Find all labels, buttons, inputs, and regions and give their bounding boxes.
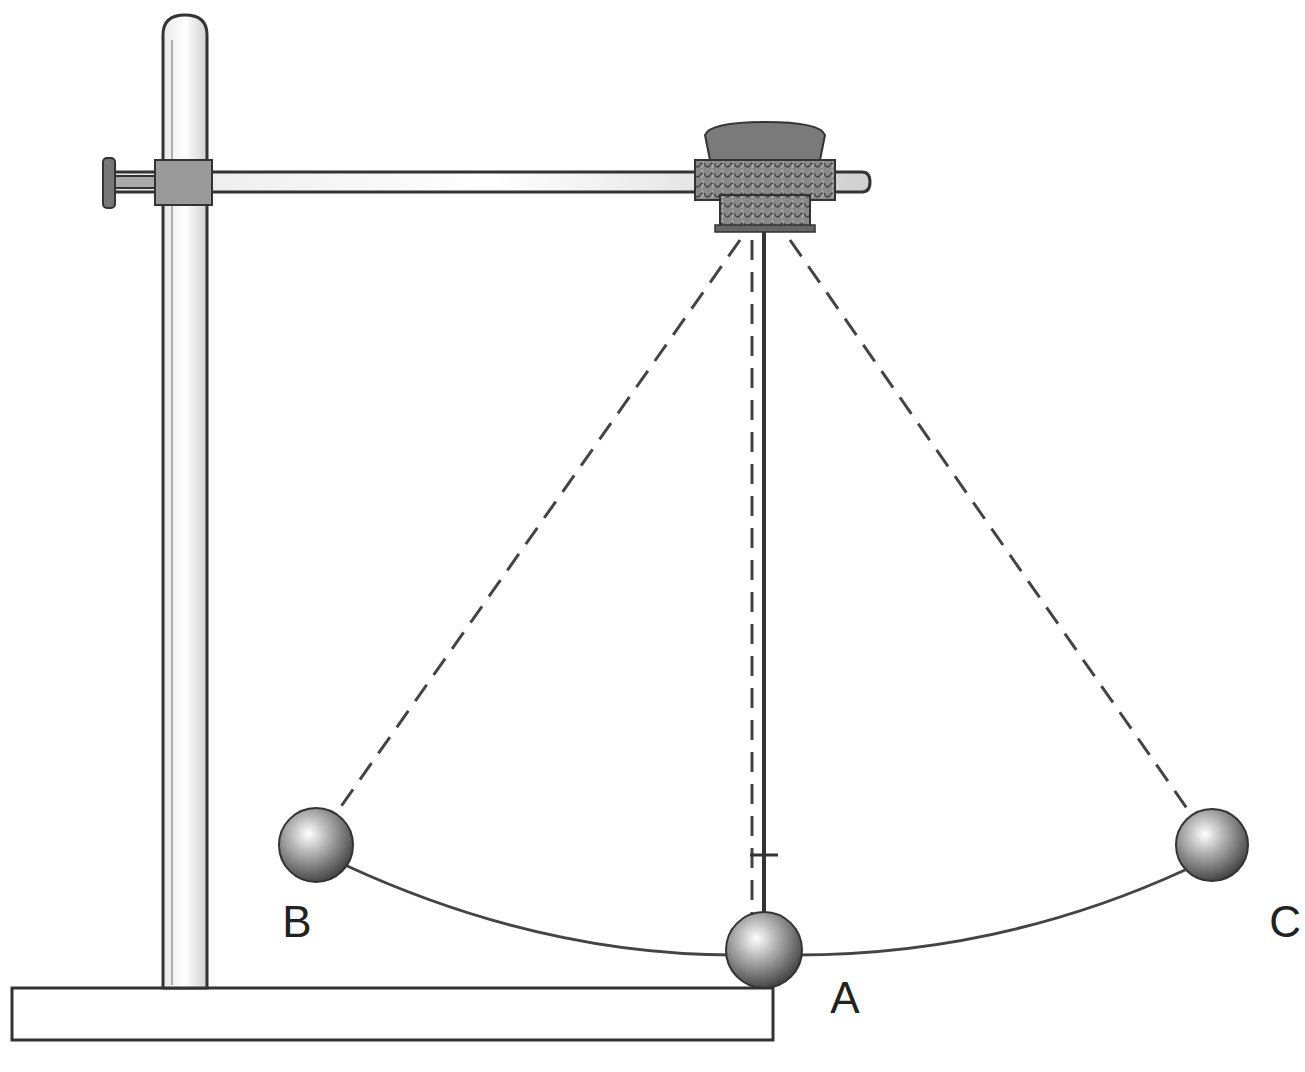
point-label: C [1269,900,1301,944]
pendulum-string [762,232,766,925]
boss-clamp [155,160,212,205]
bob [1176,809,1248,881]
bob [726,912,802,988]
stand-base [12,988,773,1040]
point-label: A [830,976,859,1020]
screw-knob [103,158,115,208]
pivot-clamp [705,122,825,160]
point-label: B [282,900,311,944]
bob [279,808,353,882]
